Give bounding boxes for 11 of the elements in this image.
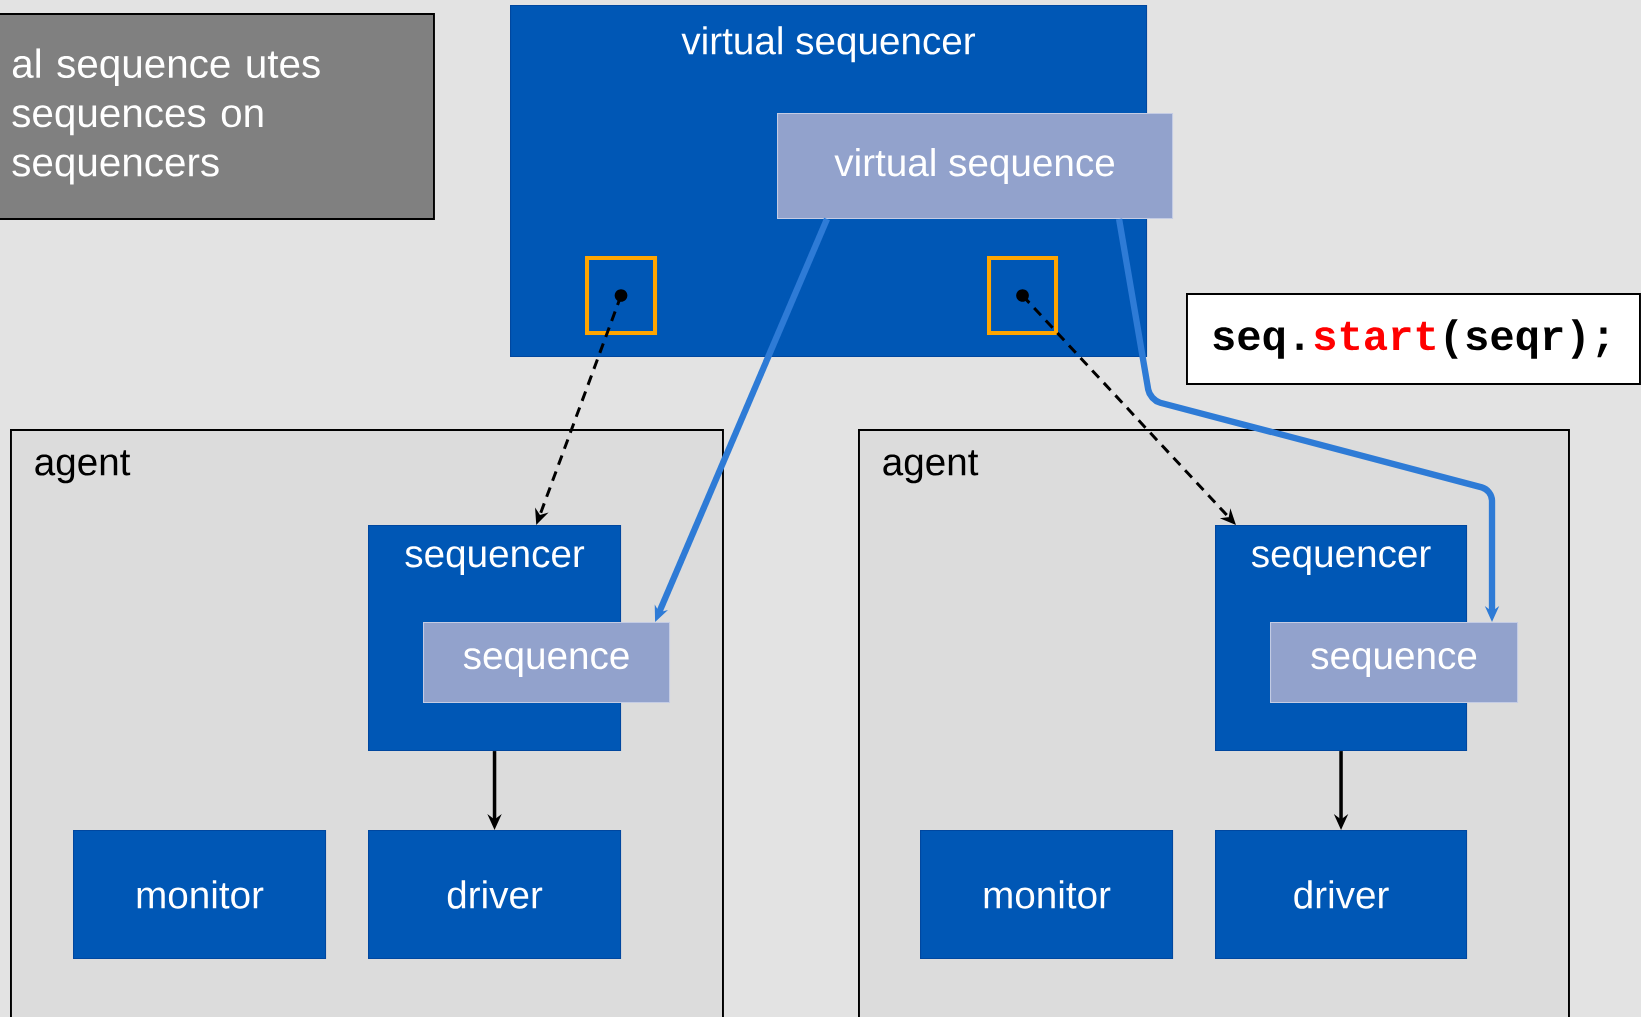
sequence-box: sequence xyxy=(423,622,671,704)
sequence-box: sequence xyxy=(1270,622,1519,704)
note-box: al sequence utes sequences on sequencers xyxy=(0,13,435,220)
driver-box: driver xyxy=(368,830,622,960)
monitor-box: monitor xyxy=(73,830,327,960)
monitor-box: monitor xyxy=(920,830,1174,960)
driver-box: driver xyxy=(1215,830,1468,960)
code-box: seq. start (seqr); xyxy=(1186,293,1641,385)
port-square xyxy=(585,256,658,336)
sequence-box: virtual sequence xyxy=(777,113,1174,220)
port-square xyxy=(987,256,1059,336)
